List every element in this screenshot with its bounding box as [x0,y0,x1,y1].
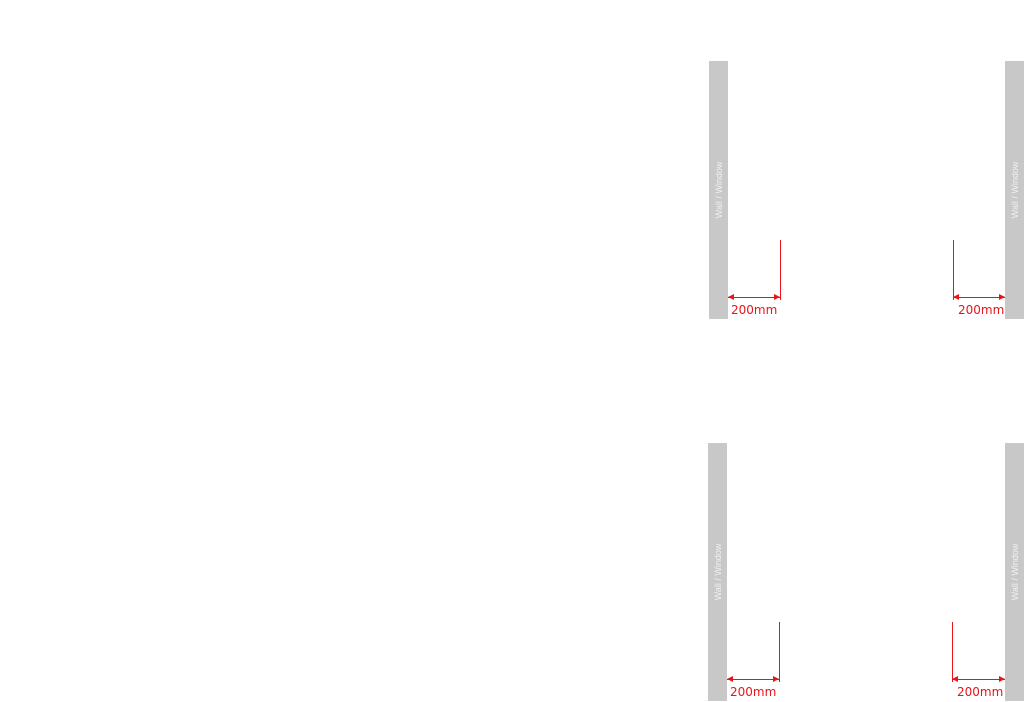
wall-label: Wall / Window [712,543,723,601]
dimension-tick [780,240,781,300]
wall-window-top-right: Wall / Window [1005,61,1024,319]
wall-label: Wall / Window [1009,543,1020,601]
wall-window-top-left: Wall / Window [709,61,728,319]
dimension-tick [779,622,780,682]
dimension-label: 200mm [730,685,777,699]
dimension-arrow [728,294,780,300]
dimension-arrow [952,676,1005,682]
dimension-label: 200mm [731,303,778,317]
dimension-tick [953,240,954,300]
wall-label: Wall / Window [713,161,724,219]
wall-window-bottom-right: Wall / Window [1005,443,1024,701]
dimension-arrow [953,294,1005,300]
wall-label: Wall / Window [1009,161,1020,219]
dimension-label: 200mm [957,685,1004,699]
wall-window-bottom-left: Wall / Window [708,443,727,701]
dimension-arrow [727,676,779,682]
dimension-label: 200mm [958,303,1005,317]
dimension-tick [952,622,953,682]
